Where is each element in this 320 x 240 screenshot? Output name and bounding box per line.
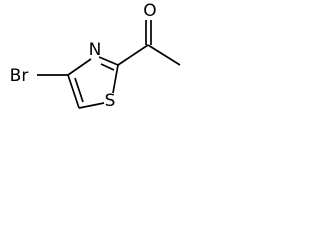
atom-label-oxygen: O <box>143 1 156 21</box>
atom-label-bromine: Br <box>10 66 29 86</box>
atom-label-nitrogen: N <box>89 40 102 60</box>
bond-c2-s1 <box>112 64 119 94</box>
bond-carbonyl-methyl <box>147 44 181 66</box>
bond-c2-carbonyl <box>117 44 149 66</box>
molecule-structure: Br N S O <box>10 1 181 111</box>
bond-c5-c4-inner <box>74 77 84 103</box>
bond-n3-c2-double <box>98 56 119 66</box>
bond-s1-c5 <box>78 102 105 109</box>
bond-n3-c2-inner <box>100 63 115 71</box>
atom-label-sulfur: S <box>105 91 116 111</box>
bond-c5-c4-double <box>67 74 80 109</box>
bond-c4-n3 <box>67 58 92 76</box>
